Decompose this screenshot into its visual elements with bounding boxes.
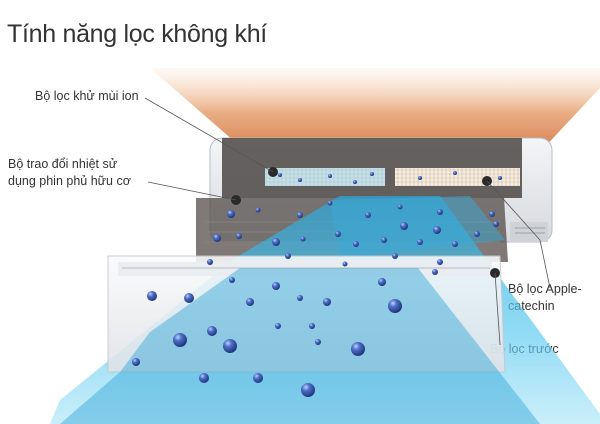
leader-lines: [144, 97, 551, 346]
front-panel: [107, 255, 506, 373]
page-title: Tính năng lọc không khí: [7, 20, 267, 48]
label-heat-exchanger-line2: dụng phin phủ hữu cơ: [8, 174, 131, 188]
label-apple-catechin-line1: Bộ lọc Apple-: [508, 282, 582, 296]
unit-side-vent: [510, 222, 548, 242]
air-particles: [132, 171, 502, 397]
label-ion-filter: Bộ lọc khử mùi ion: [35, 89, 139, 103]
label-heat-exchanger-line1: Bộ trao đổi nhiệt sử: [8, 157, 118, 171]
